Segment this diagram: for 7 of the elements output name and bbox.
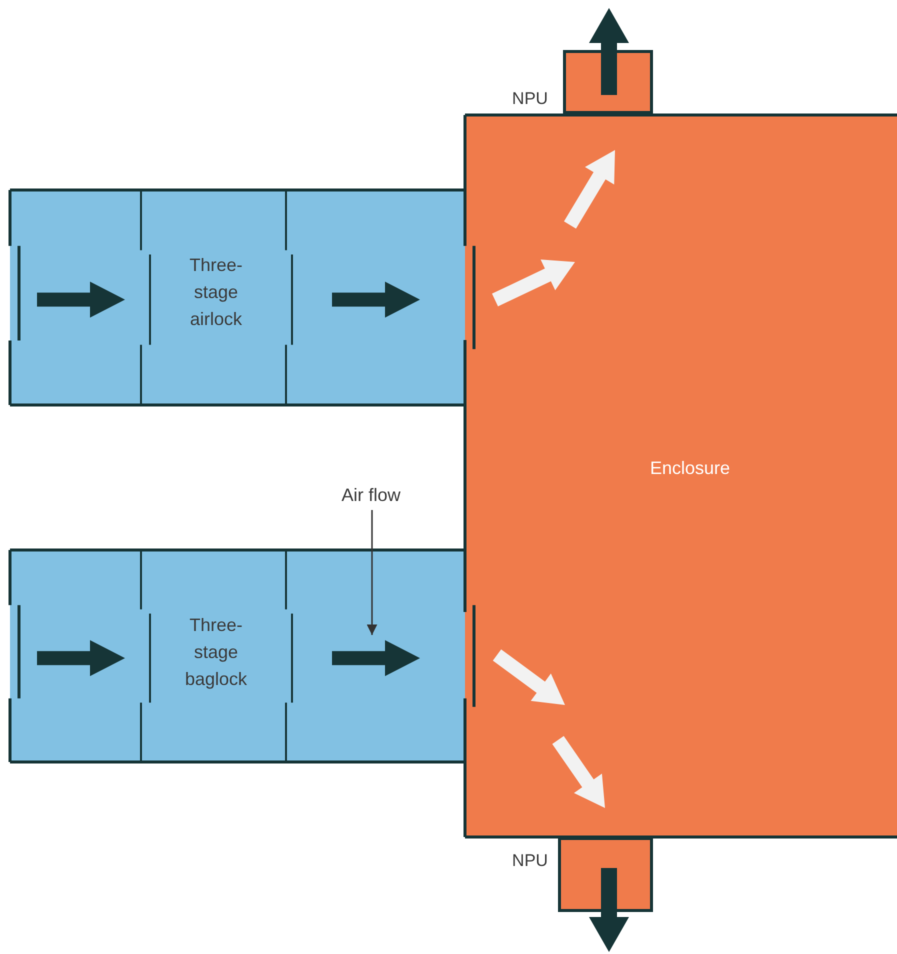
npu-label: NPU bbox=[511, 88, 549, 110]
airlock-label: Three-stage airlock bbox=[188, 254, 244, 331]
npu-label: NPU bbox=[511, 850, 549, 872]
leader-line bbox=[366, 510, 378, 635]
baglock-label: Three-stage baglock bbox=[184, 614, 248, 691]
air-flow-label: Air flow bbox=[340, 484, 402, 507]
enclosure-label: Enclosure bbox=[648, 457, 732, 480]
